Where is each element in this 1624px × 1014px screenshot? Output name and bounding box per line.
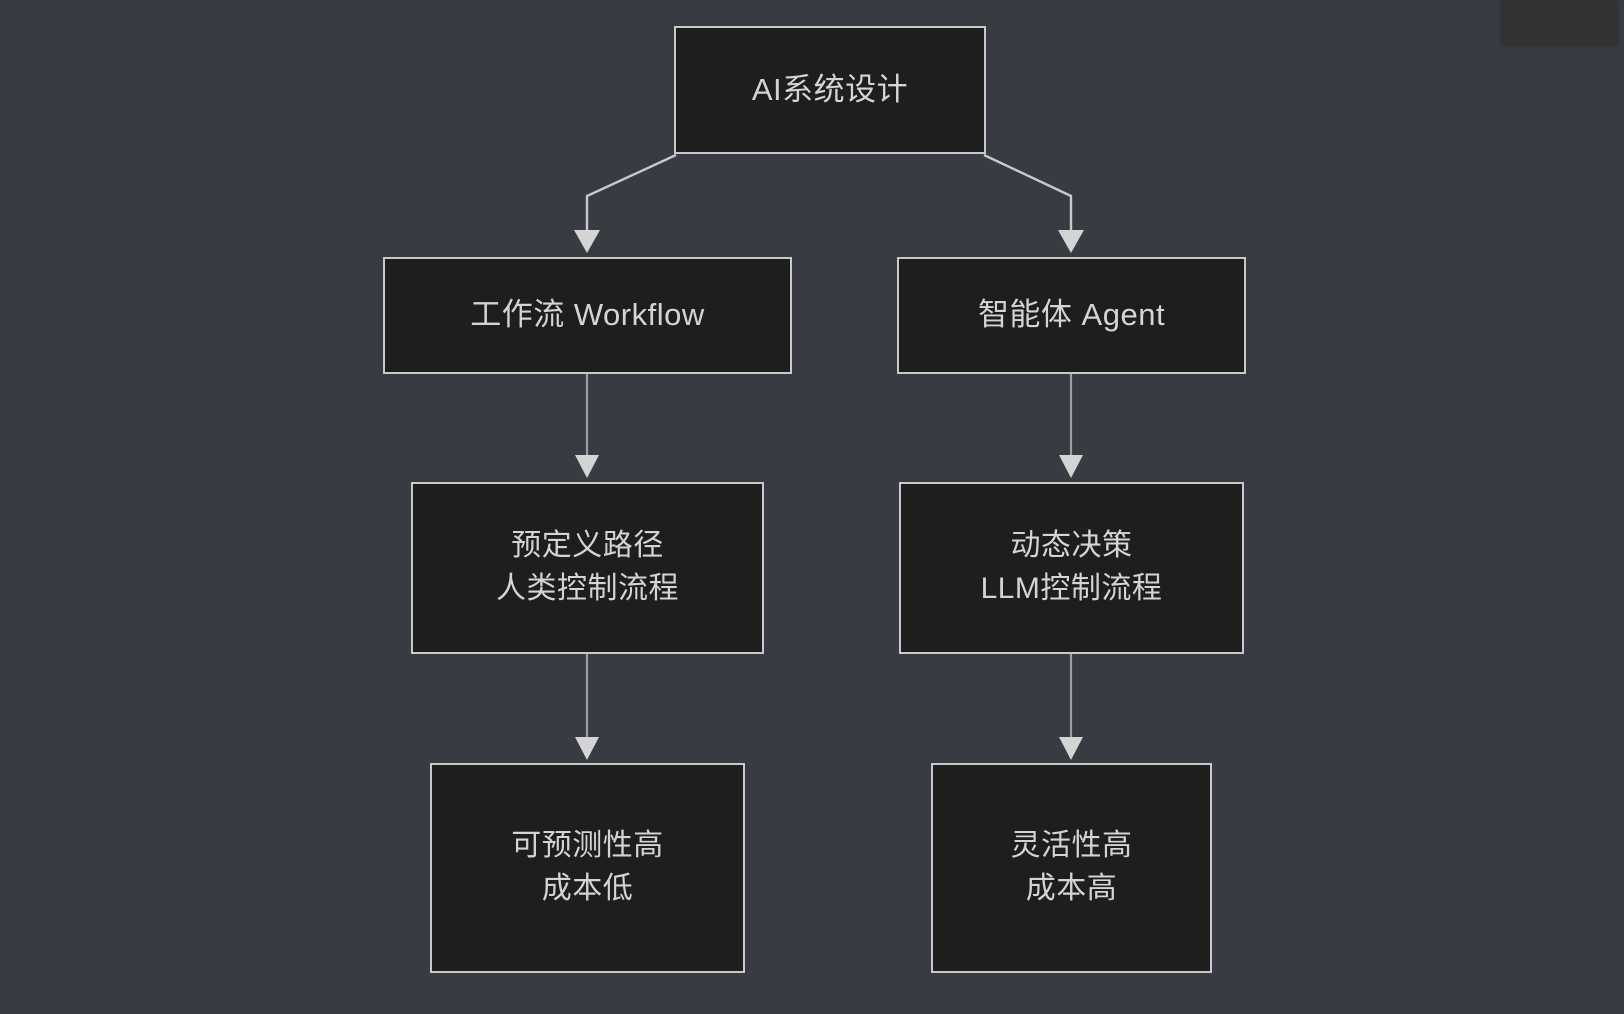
node-label: AI系统设计 bbox=[676, 68, 984, 112]
node-workflow[interactable]: 工作流 Workflow bbox=[383, 257, 792, 374]
node-label: 工作流 Workflow bbox=[385, 293, 790, 337]
node-label: 可预测性高 成本低 bbox=[432, 825, 743, 910]
node-label-line: 可预测性高 bbox=[511, 829, 664, 863]
edge-root-to-agent bbox=[983, 153, 1084, 253]
node-label-line: 工作流 Workflow bbox=[470, 297, 705, 333]
overlay-panel[interactable] bbox=[1501, 0, 1618, 45]
node-label: 灵活性高 成本高 bbox=[933, 825, 1210, 910]
node-label-line: 人类控制流程 bbox=[496, 572, 679, 605]
node-label-line: 灵活性高 bbox=[1010, 829, 1133, 863]
node-label-line: 预定义路径 bbox=[511, 529, 664, 563]
node-agent-detail[interactable]: 动态决策 LLM控制流程 bbox=[899, 482, 1244, 654]
node-workflow-result[interactable]: 可预测性高 成本低 bbox=[430, 763, 745, 973]
node-workflow-detail[interactable]: 预定义路径 人类控制流程 bbox=[411, 482, 764, 654]
node-agent[interactable]: 智能体 Agent bbox=[897, 257, 1246, 374]
node-label: 预定义路径 人类控制流程 bbox=[413, 525, 762, 610]
node-label-line: LLM控制流程 bbox=[980, 572, 1163, 605]
edge-detail-to-result-left bbox=[575, 654, 599, 760]
node-label: 智能体 Agent bbox=[899, 293, 1244, 337]
node-label: 动态决策 LLM控制流程 bbox=[901, 525, 1242, 610]
node-agent-result[interactable]: 灵活性高 成本高 bbox=[931, 763, 1212, 973]
edge-root-to-workflow bbox=[574, 153, 677, 253]
edge-workflow-to-detail bbox=[575, 374, 599, 478]
node-ai-system-design[interactable]: AI系统设计 bbox=[674, 26, 986, 154]
node-label-line: 智能体 Agent bbox=[977, 297, 1166, 333]
node-label-line: 成本低 bbox=[541, 872, 634, 905]
node-label-line: AI系统设计 bbox=[751, 71, 909, 107]
node-label-line: 动态决策 bbox=[1010, 529, 1133, 563]
edge-agent-to-detail bbox=[1059, 374, 1083, 478]
edge-detail-to-result-right bbox=[1059, 654, 1083, 760]
node-label-line: 成本高 bbox=[1025, 872, 1118, 905]
